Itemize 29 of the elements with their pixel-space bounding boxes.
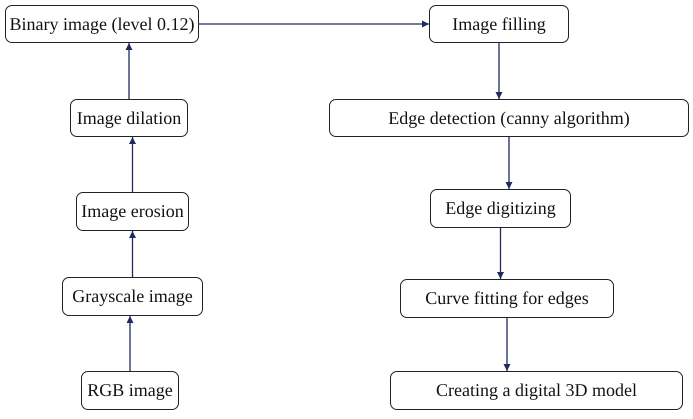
- box-label: Creating a digital 3D model: [436, 380, 637, 401]
- arrow: [199, 20, 429, 28]
- box-label: RGB image: [87, 380, 173, 401]
- process-box: [5, 5, 199, 43]
- process-box: [81, 371, 179, 410]
- box-label: Edge digitizing: [445, 198, 556, 219]
- process-box: [400, 279, 614, 318]
- arrow: [129, 231, 136, 277]
- arrow: [126, 43, 132, 99]
- process-box: [429, 5, 569, 43]
- arrow: [126, 316, 134, 371]
- box-label: Image erosion: [81, 201, 184, 222]
- process-box: [70, 99, 188, 137]
- box-label: Grayscale image: [72, 286, 193, 307]
- arrow: [496, 43, 502, 99]
- process-box: [62, 277, 203, 316]
- box-label: Image filling: [452, 14, 546, 34]
- process-box: [329, 99, 689, 137]
- process-box: [390, 371, 683, 410]
- box-label: Curve fitting for edges: [425, 288, 589, 309]
- box-label: Binary image (level 0.12): [10, 14, 194, 34]
- arrow: [497, 228, 504, 279]
- arrow: [506, 137, 512, 189]
- arrow: [129, 137, 136, 192]
- box-label: Image dilation: [76, 108, 182, 128]
- process-box: [430, 189, 571, 228]
- box-label: Edge detection (canny algorithm): [388, 108, 630, 128]
- arrow: [504, 318, 510, 371]
- process-box: [76, 192, 189, 231]
